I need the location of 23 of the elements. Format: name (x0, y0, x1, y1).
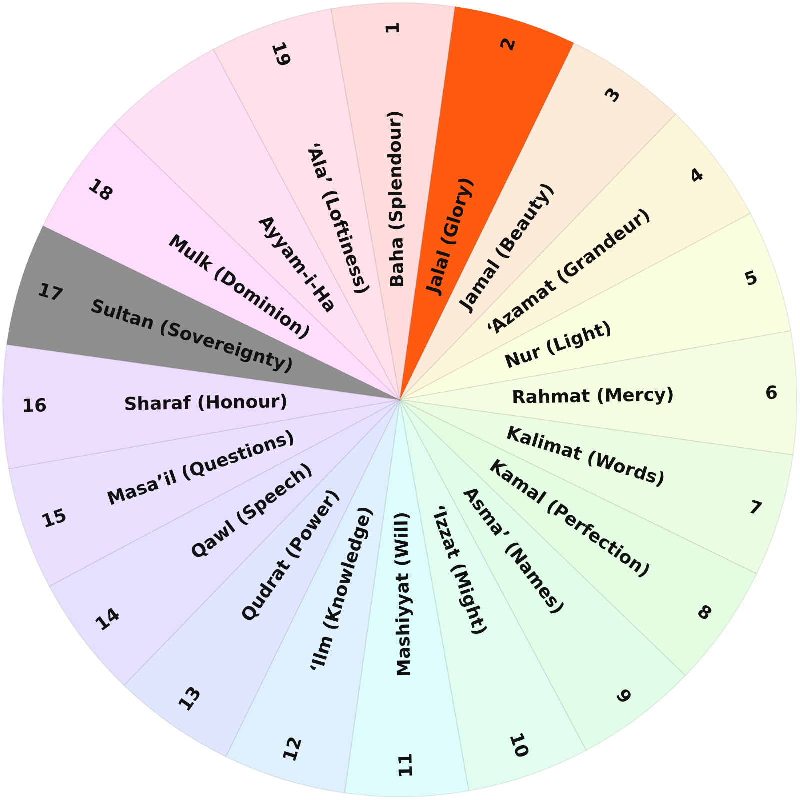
month-number: 6 (765, 382, 778, 404)
month-name: Baha (Splendour) (384, 110, 409, 288)
month-number: 11 (396, 752, 418, 778)
month-number: 12 (279, 734, 307, 765)
month-number: 13 (174, 683, 206, 716)
month-number: 5 (742, 267, 761, 291)
month-name: Sharaf (Honour) (124, 391, 288, 416)
month-number: 19 (267, 39, 296, 70)
month-number: 17 (35, 279, 66, 307)
month-name: Mashiyyat (Will) (391, 512, 416, 678)
month-number: 10 (504, 730, 533, 761)
month-number: 18 (84, 174, 117, 206)
month-number: 2 (496, 35, 521, 54)
month-number: 14 (92, 604, 124, 636)
month-number: 9 (612, 686, 636, 708)
month-number: 3 (601, 84, 626, 107)
month-number: 8 (693, 601, 716, 626)
month-name: Rahmat (Mercy) (512, 384, 675, 409)
month-number: 4 (686, 164, 708, 188)
month-number: 16 (22, 396, 48, 418)
month-number: 1 (382, 22, 404, 35)
month-number: 15 (39, 504, 70, 533)
month-number: 7 (746, 496, 765, 521)
